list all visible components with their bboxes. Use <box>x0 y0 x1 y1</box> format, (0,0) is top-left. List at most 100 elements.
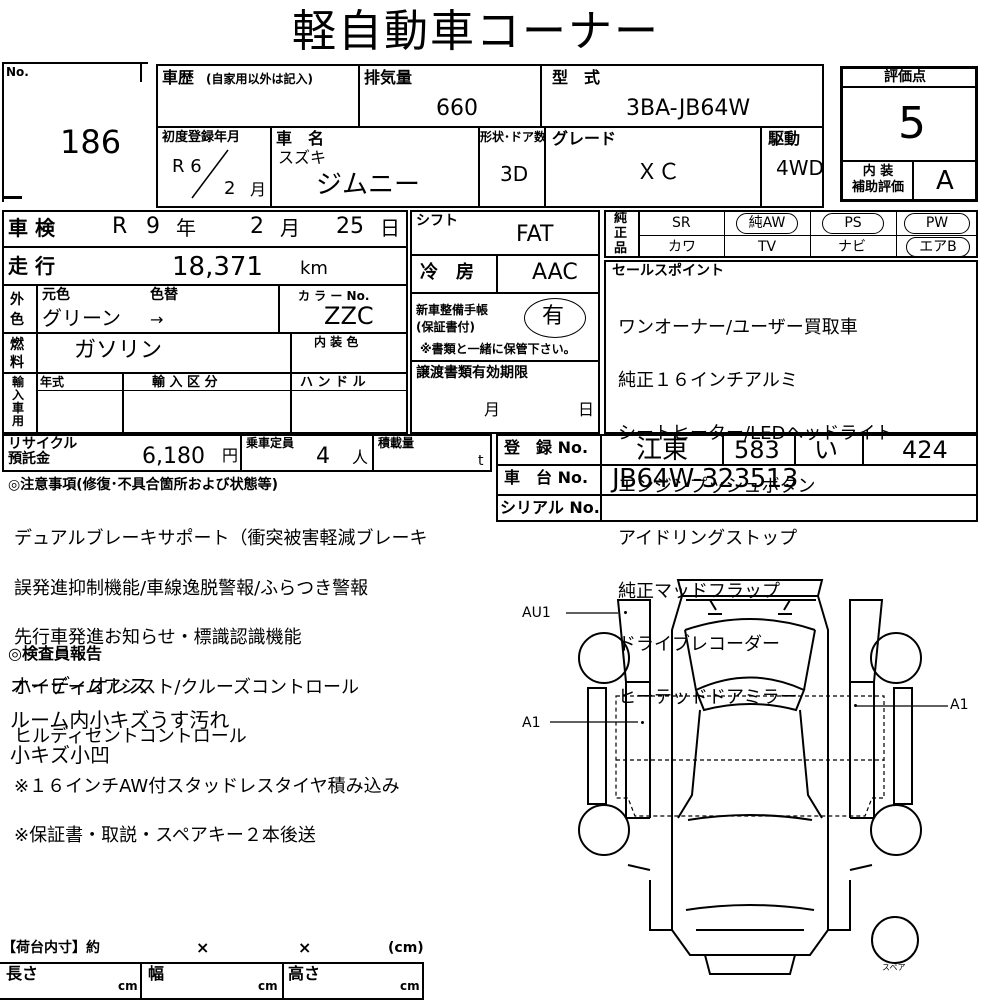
mileage-label: 走 行 <box>8 254 55 278</box>
note-line: 先行車発進お知らせ・標識認識機能 <box>14 627 302 648</box>
diagram-dot <box>641 721 644 724</box>
sales-point-item: エンジンプッシュボタン <box>618 475 816 497</box>
note-line: デュアルブレーキサポート（衝突被害軽減ブレーキ <box>14 528 428 549</box>
capacity-unit: 人 <box>352 448 369 467</box>
history-label: 車歴 <box>162 68 195 87</box>
lot-box <box>2 62 148 202</box>
spare-label: スペア <box>882 963 906 972</box>
ac-value: AAC <box>532 260 578 285</box>
registration-kana: い <box>814 436 838 464</box>
color-code-label: カ ラ ー No. <box>298 289 370 303</box>
sales-points-list: ワンオーナー/ユーザー買取車 純正１６インチアルミ シートヒーター/LEDヘッド… <box>618 284 893 724</box>
car-name-label: 車 名 <box>276 129 325 148</box>
shift-box <box>410 210 600 434</box>
equip-tv: TV <box>758 239 777 255</box>
equip-power-steering: PS <box>822 213 884 234</box>
warranty-value: 有 <box>542 304 565 329</box>
recycle-unit: 円 <box>222 446 239 465</box>
shift-value: FAT <box>516 222 554 247</box>
cargo-width-unit: cm <box>258 979 278 993</box>
equip-airbag: エアB <box>906 237 970 257</box>
inspection-month: 2 <box>250 214 264 239</box>
inspection-year-unit: 年 <box>176 216 196 240</box>
notes-list: デュアルブレーキサポート（衝突被害軽減ブレーキ 誤発進抑制機能/車線逸脱警報/ふ… <box>14 498 427 861</box>
rating-value: 5 <box>898 98 926 149</box>
cargo-length-label: 長さ <box>6 964 39 983</box>
sales-point-item: ワンオーナー/ユーザー買取車 <box>618 317 858 339</box>
sales-point-item: ヒーテッドドアミラー <box>618 686 798 708</box>
mileage-value: 18,371 <box>172 252 263 282</box>
model-label: 型 式 <box>552 68 601 87</box>
inspection-day: 25 <box>336 214 364 239</box>
interior-rating-value: A <box>936 166 954 196</box>
recycle-label: リサイクル 預託金 <box>8 436 78 467</box>
interior-rating-label: 内 装 補助評価 <box>851 164 904 195</box>
inspector-label: ◎検査員報告 <box>8 644 102 663</box>
capacity-label: 乗車定員 <box>246 436 295 450</box>
inspector-line: 小キズ小凹 <box>10 743 110 767</box>
registration-label: 登 録 No. <box>504 438 589 457</box>
notes-label: ◎注意事項(修復･不具合箇所および状態等) <box>8 477 279 493</box>
transfer-label: 譲渡書類有効期限 <box>416 365 528 381</box>
note-line: ヒルディセントコントロール <box>14 726 247 747</box>
page-title: 軽自動車コーナー <box>292 6 660 57</box>
rating-label: 評価点 <box>884 69 926 85</box>
registration-area: 江東 <box>636 435 689 465</box>
cargo-height-label: 高さ <box>288 964 321 983</box>
cargo-label: 【荷台内寸】約 <box>2 940 100 956</box>
damage-mark-front: AU1 <box>522 605 551 621</box>
recycle-value: 6,180 <box>142 444 205 469</box>
sales-point-item: 純正１６インチアルミ <box>618 369 798 391</box>
color-code: ZZC <box>324 302 374 330</box>
history-note: (自家用以外は記入) <box>206 72 313 86</box>
registration-box <box>496 434 978 522</box>
grade-label: グレード <box>552 129 617 148</box>
cargo-box <box>0 962 424 1000</box>
warranty-label: 新車整備手帳 (保証書付) <box>416 303 489 334</box>
import-type-label: 輸 入 区 分 <box>152 375 218 390</box>
ac-label: 冷 房 <box>420 262 474 283</box>
equip-alloy-wheels: 純AW <box>736 213 798 234</box>
inspection-day-unit: 日 <box>380 216 400 240</box>
damage-mark-right: A1 <box>950 697 969 713</box>
chassis-value: JB64W-323513 <box>612 464 798 494</box>
cargo-x2: × <box>298 938 312 957</box>
rating-box <box>840 66 978 202</box>
displacement-value: 660 <box>436 96 478 121</box>
warranty-note: ※書類と一緒に保管下さい。 <box>420 342 576 356</box>
equipment-box <box>604 210 978 258</box>
first-reg-year: R 6 <box>172 156 202 177</box>
import-handle-label: ハ ン ド ル <box>300 375 366 390</box>
car-damage-diagram <box>550 579 948 975</box>
drive-value: 4WD <box>776 156 824 180</box>
drive-label: 駆動 <box>768 129 801 148</box>
first-reg-label: 初度登録年月 <box>162 130 241 145</box>
cargo-unit: (cm) <box>388 940 424 956</box>
equip-navi: ナビ <box>838 239 866 255</box>
first-reg-month-unit: 月 <box>250 180 267 199</box>
inspector-line: オーディオレス <box>10 674 149 698</box>
cargo-width-label: 幅 <box>148 964 165 983</box>
note-line: ※１６インチAW付スタッドレスタイヤ積み込み <box>14 775 400 797</box>
color-change-label: 色替 <box>150 287 178 303</box>
body-label: 形状･ドア数 <box>480 130 547 144</box>
import-label: 輸 入 車 用 <box>12 375 25 428</box>
transfer-month-unit: 月 <box>484 400 501 419</box>
grade-value: ＸＣ <box>636 160 681 185</box>
note-line: 誤発進抑制機能/車線逸脱警報/ふらつき警報 <box>14 577 369 599</box>
equip-leather: カワ <box>668 239 696 255</box>
inspection-label: 車 検 <box>8 216 55 240</box>
registration-number: 424 <box>902 436 948 464</box>
load-unit: t <box>478 453 484 469</box>
mileage-unit: km <box>300 258 328 279</box>
serial-label: シリアル No. <box>500 498 600 517</box>
fuel-label: 燃 料 <box>10 337 24 371</box>
fuel-value: ガソリン <box>74 338 163 363</box>
recycle-box <box>2 434 492 472</box>
color-outer-label: 外 色 <box>10 292 24 328</box>
car-maker: スズキ <box>278 148 327 167</box>
inspector-line: ルーム内小キズうす汚れ <box>10 708 230 732</box>
first-reg-month: 2 <box>224 178 236 199</box>
first-reg-slash <box>191 149 229 199</box>
warranty-circle <box>524 298 586 338</box>
